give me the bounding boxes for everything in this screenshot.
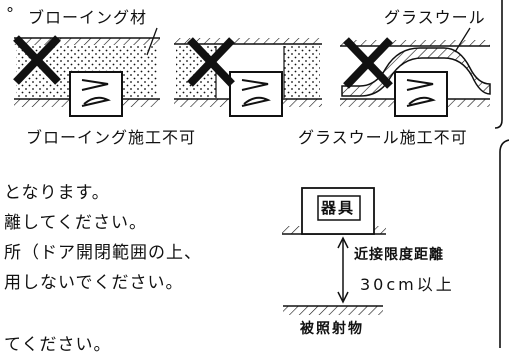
right-frame-top — [494, 0, 503, 129]
glass-wool-blanket — [341, 47, 491, 97]
cross-mark-icon — [187, 37, 235, 87]
panel-blowing — [13, 27, 160, 117]
fixture-icon — [241, 79, 271, 107]
right-frame-bottom — [499, 139, 509, 348]
bullet-mark: ° — [6, 4, 15, 23]
instruction-line-2: 離してください。 — [4, 213, 147, 233]
cross-mark-icon — [13, 35, 61, 85]
blowing-no-install-label: ブローイング施工不可 — [26, 128, 197, 147]
clearance-distance-value: 30cm以上 — [360, 275, 455, 294]
cross-mark-icon — [343, 37, 393, 89]
fixture-icon — [406, 79, 436, 107]
blowing-material-label: ブローイング材 — [28, 8, 148, 27]
instruction-line-5: てください。 — [4, 335, 112, 355]
panel-glass-wool — [340, 27, 491, 117]
clearance-diagram — [282, 187, 386, 315]
fixture-icon — [81, 79, 111, 107]
fixture-box — [69, 71, 123, 117]
instruction-line-1: となります。 — [4, 183, 110, 203]
object-hatch — [283, 306, 383, 315]
fixture-label: 器具 — [321, 199, 356, 217]
clearance-distance-label: 近接限度距離 — [354, 247, 444, 263]
irradiated-object-label: 被照射物 — [300, 321, 364, 337]
instruction-line-4: 用しないでください。 — [4, 273, 184, 293]
panel-cavity — [174, 37, 322, 117]
ceiling-board-hatch — [14, 38, 160, 45]
glass-wool-label: グラスウール — [384, 8, 486, 27]
leader-line — [146, 27, 158, 56]
glass-wool-no-install-label: グラスウール施工不可 — [298, 128, 468, 147]
instruction-line-3: 所（ドア開閉範囲の上、 — [4, 243, 202, 263]
double-arrow-icon — [337, 236, 349, 304]
fixture-tag-frame — [317, 195, 361, 221]
leader-line — [454, 27, 471, 53]
